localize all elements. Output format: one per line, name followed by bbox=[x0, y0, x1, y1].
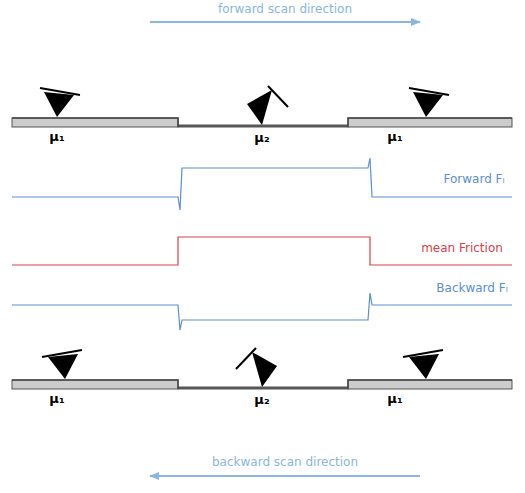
scan-arrow bbox=[150, 475, 420, 477]
scan-arrow bbox=[150, 21, 420, 23]
scan-label: backward scan direction bbox=[212, 456, 358, 469]
signal-label: Backward Fₗ bbox=[436, 282, 507, 295]
signal-label: mean Friction bbox=[421, 242, 503, 255]
signal-label: Forward Fₗ bbox=[444, 173, 505, 186]
friction-coefficient: μ₁ bbox=[387, 130, 402, 144]
signal-trace bbox=[12, 158, 512, 210]
friction-coefficient: μ₁ bbox=[387, 392, 402, 406]
afm-tip bbox=[40, 86, 449, 125]
signal-trace bbox=[12, 237, 512, 265]
signal-trace bbox=[12, 293, 512, 330]
friction-coefficient: μ₁ bbox=[49, 130, 64, 144]
friction-coefficient: μ₂ bbox=[254, 131, 269, 145]
afm-tip bbox=[42, 348, 443, 387]
friction-coefficient: μ₁ bbox=[49, 392, 64, 406]
scan-label: forward scan direction bbox=[218, 3, 352, 16]
friction-coefficient: μ₂ bbox=[254, 393, 269, 407]
